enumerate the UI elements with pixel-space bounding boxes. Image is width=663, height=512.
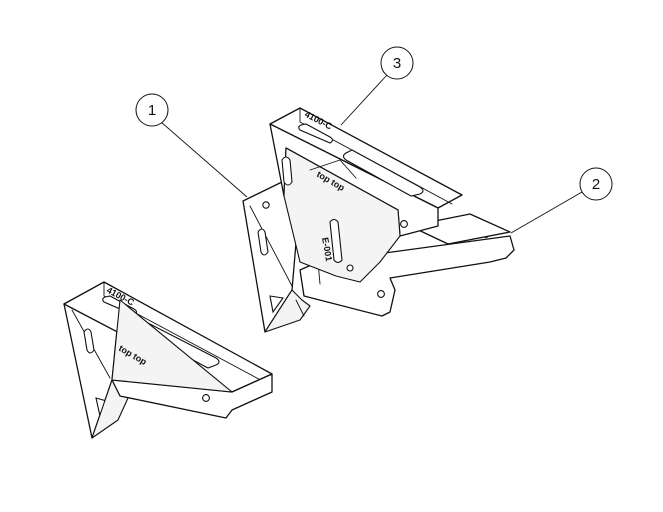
leader-line-1 <box>160 121 248 198</box>
upper-bracket-assembly: 4100-C top top E-001 <box>242 107 515 333</box>
callout-balloon-2 <box>579 167 613 201</box>
callout-1: 1 <box>135 93 248 198</box>
callout-number-3: 3 <box>393 55 401 72</box>
part-3-saddle-bracket: 4100-C top top E-001 <box>269 107 463 283</box>
callout-2: 2 <box>510 167 613 234</box>
leader-line-3 <box>340 74 388 126</box>
part-1-triangular-bracket <box>242 179 317 333</box>
callout-number-1: 1 <box>148 102 156 119</box>
callout-balloon-1 <box>135 93 169 127</box>
lower-bracket-assembled: 4100-C top top <box>63 281 273 439</box>
callout-3: 3 <box>340 46 414 126</box>
leader-line-2 <box>510 191 583 234</box>
callout-number-2: 2 <box>592 176 600 193</box>
side-mark-upper: E-001 <box>320 237 334 262</box>
callout-balloon-3 <box>380 46 414 80</box>
